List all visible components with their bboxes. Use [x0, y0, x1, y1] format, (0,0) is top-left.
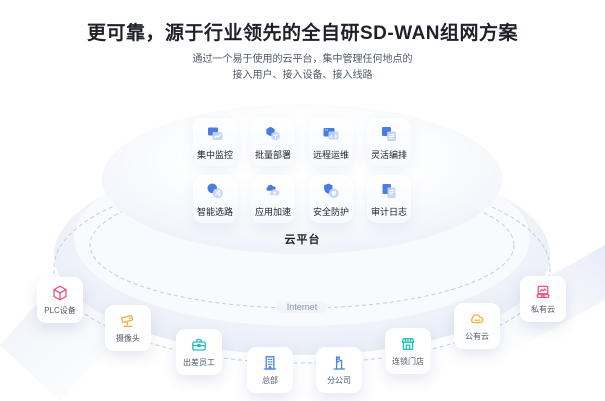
internet-label: Internet — [276, 301, 328, 313]
endpoint-label: 私有云 — [531, 305, 555, 314]
endpoint-label: 分公司 — [327, 376, 351, 385]
subtitle-line-2: 接入用户、接入设备、接入线路 — [232, 70, 373, 81]
feature-card-app-acceleration: 应用加速 — [251, 175, 295, 223]
feature-label: 智能选路 — [196, 206, 233, 217]
page-title: 更可靠，源于行业领先的全自研SD-WAN组网方案 — [86, 23, 519, 44]
server-icon — [536, 285, 550, 299]
feature-card-grid: 集中监控 批量部署 远程运维 — [193, 118, 411, 223]
feature-card-orchestration: 灵活编排 — [367, 118, 411, 166]
endpoint-traveling-staff: 出差员工 — [176, 329, 222, 375]
monitoring-icon — [208, 127, 223, 140]
briefcase-icon — [192, 338, 206, 351]
endpoint-label: 公有云 — [465, 332, 489, 341]
building-flag-icon — [333, 356, 346, 370]
security-shield-icon — [324, 183, 339, 198]
feature-card-monitoring: 集中监控 — [193, 118, 237, 166]
endpoint-label: 连锁门店 — [392, 357, 424, 366]
audit-log-icon — [382, 183, 396, 198]
endpoint-private-cloud: 私有云 — [520, 276, 566, 322]
smart-routing-icon — [207, 183, 223, 198]
app-acceleration-icon — [266, 184, 280, 195]
feature-label: 远程运维 — [312, 149, 349, 160]
cube-icon — [53, 285, 67, 301]
feature-card-audit-log: 审计日志 — [367, 175, 411, 223]
cloud-platform-label: 云平台 — [284, 234, 321, 246]
feature-label: 审计日志 — [370, 206, 407, 217]
feature-label: 安全防护 — [312, 206, 349, 217]
feature-card-security: 安全防护 — [309, 175, 353, 223]
endpoint-camera: 摄像头 — [105, 305, 151, 351]
page-subtitle: 通过一个易于使用的云平台，集中管理任何地点的 接入用户、接入设备、接入线路 — [0, 52, 605, 84]
storefront-icon — [401, 338, 415, 351]
feature-label: 批量部署 — [254, 149, 291, 160]
endpoint-headquarters: 总部 — [247, 347, 293, 393]
endpoint-plc-device: PLC设备 — [37, 277, 83, 323]
building-icon — [263, 356, 277, 370]
batch-deploy-icon — [266, 126, 280, 141]
feature-label: 应用加速 — [254, 206, 291, 217]
endpoint-label: PLC设备 — [44, 306, 76, 315]
feature-card-remote-ops: 远程运维 — [309, 118, 353, 166]
feature-card-batch-deployment: 批量部署 — [251, 118, 295, 166]
feature-label: 集中监控 — [196, 149, 233, 160]
endpoint-public-cloud: 公有云 — [454, 303, 500, 349]
feature-label: 灵活编排 — [370, 149, 407, 160]
endpoint-label: 总部 — [262, 376, 278, 385]
endpoint-label: 出差员工 — [183, 358, 215, 367]
orchestration-icon — [382, 126, 396, 141]
subtitle-line-1: 通过一个易于使用的云平台，集中管理任何地点的 — [192, 54, 413, 65]
endpoint-label: 摄像头 — [116, 334, 140, 343]
camera-icon — [121, 315, 134, 328]
endpoint-branch-office: 分公司 — [316, 347, 362, 393]
endpoint-chain-store: 连锁门店 — [385, 328, 431, 374]
feature-card-smart-routing: 智能选路 — [193, 175, 237, 223]
cloud-icon — [471, 314, 484, 324]
remote-ops-icon — [323, 127, 339, 139]
